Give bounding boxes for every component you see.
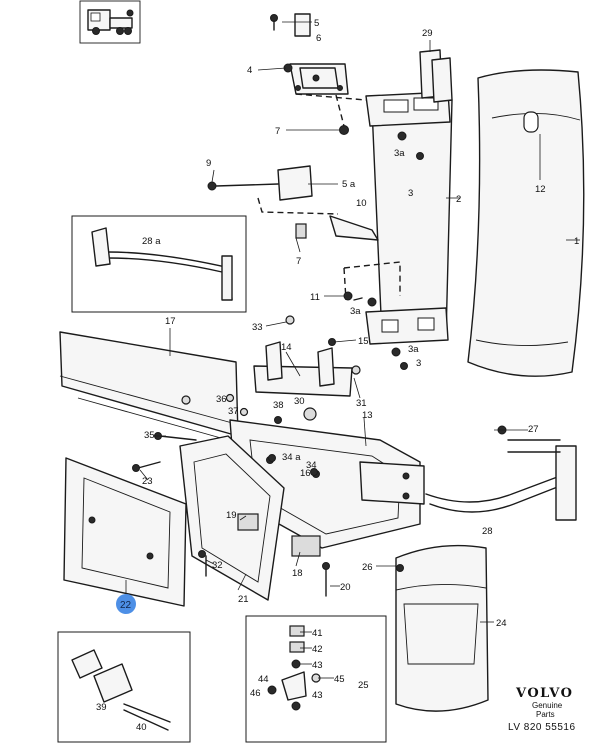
callout-31: 31 <box>356 398 367 409</box>
callout-44: 44 <box>258 674 269 685</box>
callout-9: 9 <box>206 158 211 169</box>
callout-3a-3: 3a <box>408 344 419 355</box>
callout-35: 35 <box>144 430 155 441</box>
callout-12: 12 <box>535 184 546 195</box>
callout-34a: 34 a <box>282 452 301 463</box>
callout-19: 19 <box>226 510 237 521</box>
callout-24: 24 <box>496 618 507 629</box>
callout-34: 34 <box>306 460 317 471</box>
callout-45: 45 <box>334 674 345 685</box>
callout-33: 33 <box>252 322 263 333</box>
callout-41: 41 <box>312 628 323 639</box>
callout-32: 32 <box>212 560 223 571</box>
callout-7: 7 <box>275 126 280 137</box>
callout-38: 38 <box>273 400 284 411</box>
callout-13: 13 <box>362 410 373 421</box>
callout-20: 20 <box>340 582 351 593</box>
fasteners <box>132 297 363 597</box>
truck-thumbnail <box>79 0 141 44</box>
callout-16: 16 <box>300 468 311 479</box>
callout-14: 14 <box>281 342 292 353</box>
lamp-bezel <box>63 457 187 607</box>
mirror-arm <box>425 425 577 521</box>
callout-5: 5 <box>314 18 319 29</box>
brand-tagline-1: Genuine <box>532 701 563 710</box>
grille-panel <box>59 331 239 441</box>
callout-3a-2: 3a <box>350 306 361 317</box>
callout-28a: 28 a <box>142 236 161 247</box>
leader-lines <box>125 21 580 679</box>
cover-panel <box>467 69 585 377</box>
highlight-22[interactable]: 22 <box>116 594 136 614</box>
callout-37: 37 <box>228 406 239 417</box>
callout-43: 43 <box>312 660 323 671</box>
bracket-14 <box>253 315 361 397</box>
callout-43b: 43 <box>312 690 323 701</box>
callout-36: 36 <box>216 394 227 405</box>
inset-28a <box>71 215 247 313</box>
callout-5a: 5 a <box>342 179 356 190</box>
callout-25: 25 <box>358 680 369 691</box>
callout-18: 18 <box>292 568 303 579</box>
callout-labels: 5 6 4 7 29 3a 3 12 2 1 9 5 a 10 7 28 a 1… <box>96 18 579 733</box>
callout-23: 23 <box>142 476 153 487</box>
callout-42: 42 <box>312 644 323 655</box>
callout-30: 30 <box>294 396 305 407</box>
upper-mirror-bracket <box>270 13 367 135</box>
brand-name: VOLVO <box>515 686 573 701</box>
callout-26: 26 <box>362 562 373 573</box>
mirror-column <box>365 49 453 370</box>
callout-28: 28 <box>482 526 493 537</box>
callout-2: 2 <box>456 194 461 205</box>
callout-27: 27 <box>528 424 539 435</box>
callout-39: 39 <box>96 702 107 713</box>
callout-1: 1 <box>574 236 579 247</box>
mid-bracket <box>207 165 401 301</box>
callout-22: 22 <box>120 600 132 611</box>
callout-6: 6 <box>316 33 321 44</box>
callout-17: 17 <box>165 316 176 327</box>
callout-15: 15 <box>358 336 369 347</box>
inset-39 <box>57 631 191 743</box>
callout-40: 40 <box>136 722 147 733</box>
reference-number: LV 820 55516 <box>508 722 576 733</box>
brand-tagline-2: Parts <box>536 710 555 719</box>
callout-10: 10 <box>356 198 367 209</box>
inset-41-46 <box>245 615 387 743</box>
callout-29: 29 <box>422 28 433 39</box>
callout-3: 3 <box>408 188 413 199</box>
brand-block: VOLVO Genuine Parts LV 820 55516 <box>508 686 576 733</box>
step-housing <box>369 544 489 712</box>
callout-4: 4 <box>247 65 252 76</box>
callout-7b: 7 <box>296 256 301 267</box>
callout-11: 11 <box>310 292 320 303</box>
callout-46: 46 <box>250 688 261 699</box>
callout-3a-1: 3a <box>394 148 405 159</box>
callout-3b: 3 <box>416 358 421 369</box>
callout-21: 21 <box>238 594 249 605</box>
